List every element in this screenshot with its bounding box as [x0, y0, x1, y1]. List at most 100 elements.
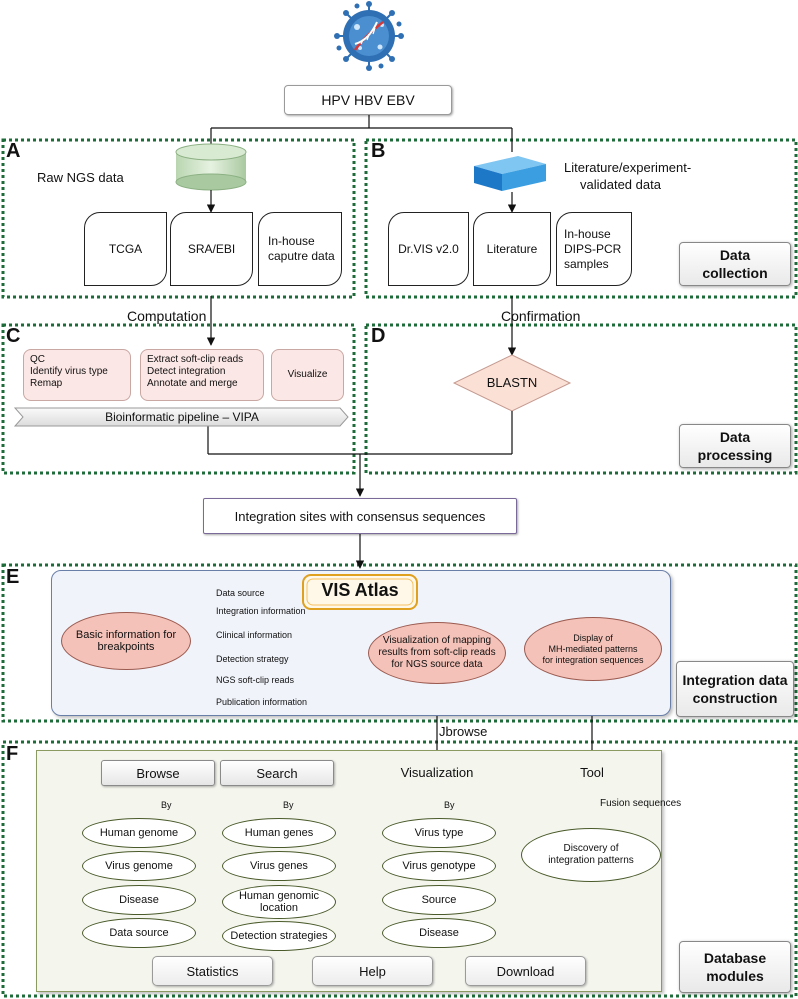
vis-source[interactable]: Source	[382, 885, 496, 915]
qc-line2: Identify virus type	[30, 366, 108, 377]
discovery-line1: Discovery of	[563, 843, 619, 854]
download-button[interactable]: Download	[465, 956, 586, 986]
section-d-frame	[364, 323, 798, 475]
jbrowse-label: Jbrowse	[439, 724, 488, 739]
vis-virus-genotype[interactable]: Virus genotype	[382, 851, 496, 881]
drvis-box: Dr.VIS v2.0	[388, 212, 469, 286]
extract-line2: Detect integration	[147, 366, 226, 377]
search-button[interactable]: Search	[220, 760, 334, 786]
mh-line1: Display of	[573, 632, 613, 643]
construction-line1: Integration data	[682, 672, 788, 688]
browse-data-source[interactable]: Data source	[82, 918, 196, 948]
browse-human-genome[interactable]: Human genome	[82, 818, 196, 848]
extract-line1: Extract soft-clip reads	[147, 354, 244, 365]
search-human-genes[interactable]: Human genes	[222, 818, 336, 848]
section-f-letter: F	[6, 743, 19, 765]
atlas-list-item: Publication information	[216, 697, 308, 707]
browse-by-label: By	[161, 800, 172, 810]
search-location-line2: location	[260, 902, 298, 914]
atlas-list-item: Integration information	[216, 606, 306, 616]
sra-box: SRA/EBI	[170, 212, 253, 286]
inhouse-capture-line1: In-house	[268, 234, 315, 248]
literature-label: Literature	[486, 241, 538, 256]
data-collection-line1: Data	[719, 247, 751, 263]
section-e-frame	[1, 563, 798, 723]
section-a-letter: A	[6, 140, 21, 162]
data-processing-label: Data processing	[679, 424, 791, 468]
drvis-label: Dr.VIS v2.0	[398, 241, 459, 256]
blastn-label: BLASTN	[486, 375, 538, 390]
help-button[interactable]: Help	[312, 956, 433, 986]
inhouse-dips-line3: samples	[564, 256, 609, 271]
mh-line3: for integration sequences	[542, 654, 644, 665]
qc-line3: Remap	[30, 378, 63, 389]
data-collection-line2: collection	[702, 265, 768, 281]
extract-line3: Annotate and merge	[147, 378, 238, 389]
visualize-step-label: Visualize	[287, 369, 328, 380]
literature-data-label-1: Literature/experiment-	[564, 160, 692, 175]
browse-virus-genome[interactable]: Virus genome	[82, 851, 196, 881]
vis-atlas-title-badge	[302, 574, 418, 610]
basic-info-line2: breakpoints	[97, 641, 155, 653]
search-location-line1: Human genomic	[238, 890, 320, 902]
data-block-icon	[474, 156, 546, 191]
inhouse-capture-line2: caputre data	[268, 249, 335, 263]
data-collection-label: Data collection	[679, 242, 791, 286]
qc-line1: QC	[30, 354, 45, 365]
section-c-frame	[1, 323, 356, 475]
basic-info-line1: Basic information for	[75, 629, 177, 641]
inhouse-dips-line1: In-house	[564, 226, 611, 241]
visualization-button[interactable]: Visualization	[400, 765, 474, 780]
extract-step-box: Extract soft-clip reads Detect integrati…	[140, 349, 264, 401]
atlas-list-item: Detection strategy	[216, 654, 289, 664]
vis-by-label: By	[444, 800, 455, 810]
search-detection-strategies[interactable]: Detection strategies	[222, 921, 336, 951]
inhouse-dips-line2: DIPS-PCR	[564, 241, 622, 256]
tcga-label: TCGA	[108, 241, 143, 256]
search-virus-genes[interactable]: Virus genes	[222, 851, 336, 881]
section-c-letter: C	[6, 325, 21, 347]
mh-line2: MH-mediated patterns	[548, 643, 638, 654]
database-modules-line2: modules	[706, 968, 764, 984]
browse-disease[interactable]: Disease	[82, 885, 196, 915]
integration-construction-label: Integration data construction	[676, 661, 794, 717]
vis-mapping-line2: results from soft-clip reads	[378, 647, 496, 658]
virus-dna-icon	[334, 1, 404, 71]
database-modules-line1: Database	[703, 950, 767, 966]
vis-mapping-line3: for NGS source data	[391, 659, 483, 670]
browse-button[interactable]: Browse	[101, 760, 215, 786]
section-b-letter: B	[371, 140, 386, 162]
vis-mapping-line1: Visualization of mapping	[382, 635, 492, 646]
atlas-list-item: Clinical information	[216, 630, 293, 640]
sra-label: SRA/EBI	[187, 241, 236, 256]
pipeline-banner	[14, 407, 349, 427]
construction-line2: construction	[692, 690, 778, 706]
vis-virus-type[interactable]: Virus type	[382, 818, 496, 848]
section-d-letter: D	[371, 325, 386, 347]
confirmation-label: Confirmation	[501, 308, 581, 324]
section-e-letter: E	[6, 566, 20, 588]
search-by-label: By	[283, 800, 294, 810]
vis-atlas-title: VIS Atlas	[321, 580, 399, 600]
computation-label: Computation	[127, 308, 207, 324]
data-processing-line1: Data	[719, 429, 751, 445]
fusion-sequences-label: Fusion sequences	[600, 798, 682, 809]
visualize-step-box: Visualize	[271, 349, 344, 401]
atlas-list-item: Data source	[216, 588, 265, 598]
tool-button[interactable]: Tool	[580, 765, 604, 780]
section-a-frame	[1, 138, 356, 299]
statistics-button[interactable]: Statistics	[152, 956, 273, 986]
vis-disease[interactable]: Disease	[382, 918, 496, 948]
database-cylinder-icon	[175, 143, 247, 191]
data-processing-line2: processing	[697, 447, 773, 463]
pipeline-label: Bioinformatic pipeline – VIPA	[105, 410, 259, 424]
database-modules-label: Database modules	[679, 941, 791, 993]
